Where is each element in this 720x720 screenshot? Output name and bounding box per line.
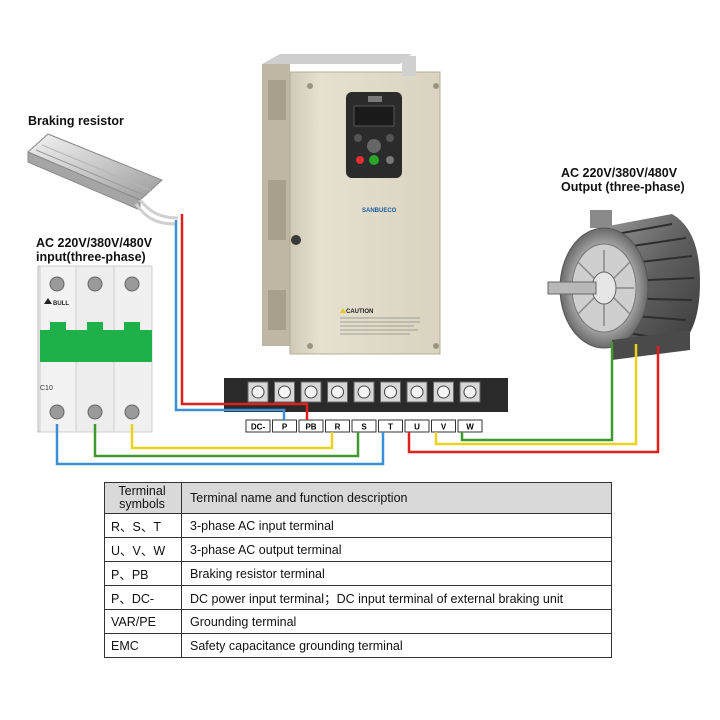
table-row: P、DC- DC power input terminal；DC input t…	[104, 585, 612, 610]
terminal-block	[224, 378, 508, 412]
wiring	[55, 214, 660, 466]
caution-label: CAUTION	[346, 309, 373, 315]
wire-resistor-blue	[174, 220, 286, 420]
terminal-label-dc: DC-	[251, 423, 266, 432]
terminal-label-box	[378, 419, 403, 433]
inverter: SANBUECO CAUTION	[262, 54, 441, 355]
terminal-label-box	[298, 419, 324, 433]
row-symbols: EMC	[104, 633, 182, 658]
row-symbols: R、S、T	[104, 513, 182, 538]
row-description: Grounding terminal	[181, 609, 612, 634]
terminal-label-pb: PB	[305, 423, 316, 432]
terminal-label-box	[457, 419, 483, 433]
warning-icon	[340, 308, 346, 313]
terminal-label-box	[245, 419, 271, 433]
braking-resistor	[27, 133, 179, 226]
row-description: 3-phase AC input terminal	[181, 513, 612, 538]
table-row: R、S、T 3-phase AC input terminal	[104, 513, 612, 538]
wire-output-red	[407, 346, 660, 454]
terminal-screw-head	[357, 385, 371, 399]
terminal-label-u: U	[414, 423, 420, 432]
terminal-label-box	[351, 419, 377, 433]
row-description: 3-phase AC output terminal	[181, 537, 612, 562]
terminal-label-box	[404, 419, 430, 433]
terminal-label-t: T	[388, 423, 393, 432]
terminal-labels: DC- P PB R S T U V W	[245, 419, 483, 433]
input-label-line1: AC 220V/380V/480V	[36, 236, 153, 250]
row-symbols: P、DC-	[104, 585, 182, 610]
wire-output-yellow	[434, 344, 638, 446]
header-symbols: Terminal symbols	[104, 482, 182, 514]
table-row: VAR/PE Grounding terminal	[104, 609, 612, 634]
terminal-label-w: W	[466, 423, 474, 432]
table-row: EMC Safety capacitance grounding termina…	[104, 633, 612, 658]
row-description: Safety capacitance grounding terminal	[181, 633, 612, 658]
input-label-line2: input(three-phase)	[36, 250, 146, 264]
terminal-label-box	[431, 419, 456, 433]
breaker-rating: C10	[40, 385, 53, 392]
terminal-label-box	[325, 419, 350, 433]
terminal-screw-head	[463, 385, 477, 399]
terminal-screw-head	[384, 385, 397, 399]
terminal-screw-head	[278, 385, 291, 399]
row-description: Braking resistor terminal	[181, 561, 612, 586]
bull-logo-icon	[44, 298, 52, 304]
wire-input-green	[93, 424, 360, 458]
wire-input-blue	[55, 424, 385, 466]
terminal-screw-head	[437, 385, 450, 399]
inverter-brand: SANBUECO	[362, 208, 397, 214]
row-symbols: U、V、W	[104, 537, 182, 562]
header-description: Terminal name and function description	[181, 482, 612, 514]
terminal-label-v: V	[441, 423, 447, 432]
terminal-screw-head	[251, 385, 265, 399]
wire-output-green	[460, 342, 614, 442]
table-row: U、V、W 3-phase AC output terminal	[104, 537, 612, 562]
braking-resistor-label: Braking resistor	[28, 114, 124, 128]
terminal-screw-head	[410, 385, 424, 399]
row-symbols: P、PB	[104, 561, 182, 586]
row-symbols: VAR/PE	[104, 609, 182, 634]
wire-resistor-red	[180, 214, 309, 420]
terminal-screw-head	[304, 385, 318, 399]
terminal-label-r: R	[335, 423, 341, 432]
terminal-table: Terminal symbols Terminal name and funct…	[104, 482, 612, 658]
output-label-line2: Output (three-phase)	[561, 180, 685, 194]
row-description: DC power input terminal；DC input termina…	[181, 585, 612, 610]
terminal-label-s: S	[361, 423, 367, 432]
terminal-screw-head	[331, 385, 344, 399]
circuit-breaker: BULL C10	[37, 265, 153, 433]
wire-input-yellow	[130, 424, 334, 450]
breaker-brand: BULL	[53, 301, 69, 307]
motor	[547, 210, 700, 360]
table-header-row: Terminal symbols Terminal name and funct…	[104, 482, 612, 514]
terminal-label-p: P	[282, 423, 288, 432]
output-label-line1: AC 220V/380V/480V	[561, 166, 678, 180]
table-row: P、PB Braking resistor terminal	[104, 561, 612, 586]
